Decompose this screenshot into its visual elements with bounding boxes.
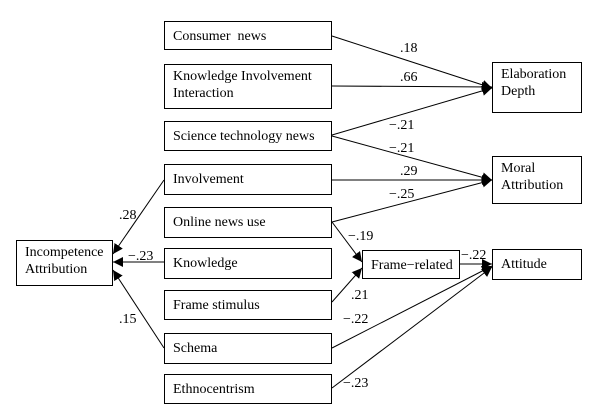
attitude-box: Attitude [492,249,582,280]
frame-stimulus-box: Frame stimulus [164,290,332,320]
elaboration-depth-label-line2: Depth [501,84,536,99]
coef-science-technology-moral: −.21 [389,141,415,156]
coef-science-technology-elaboration: −.21 [389,118,415,133]
knowledge-label: Knowledge [173,256,238,271]
elaboration-depth-box: Elaboration Depth [492,62,582,113]
involvement-label: Involvement [173,172,244,187]
consumer-news-label: Consumer news [173,29,267,44]
coef-involvement-moral: .29 [400,164,418,179]
coef-schema-attitude: −.22 [343,312,369,327]
arrow-schema-to-attitude [331,265,493,349]
arrow-science-technology-news-to-moral-attribution [331,135,493,183]
science-technology-news-box: Science technology news [164,121,332,151]
coef-frame-related-attitude: −.22 [461,248,487,263]
coef-online-news-moral: −.25 [389,187,415,202]
knowledge-involvement-interaction-label-line1: Knowledge Involvement [173,69,312,84]
schema-box: Schema [164,333,332,364]
incompetence-attribution-label-line1: Incompetence [25,245,104,260]
knowledge-box: Knowledge [164,248,332,279]
arrow-online-news-use-to-frame-related [331,221,363,263]
schema-label: Schema [173,341,218,356]
online-news-use-box: Online news use [164,207,332,238]
ethnocentrism-label: Ethnocentrism [173,382,255,397]
frame-related-box: Frame−related [362,250,460,279]
frame-related-label: Frame−related [371,258,453,273]
arrow-frame-stimulus-to-frame-related [331,267,363,303]
online-news-use-label: Online news use [173,215,266,230]
coef-knowledge-involvement-interaction-elaboration: .66 [400,70,418,85]
knowledge-involvement-interaction-box: Knowledge Involvement Interaction [164,64,332,109]
arrow-involvement-to-incompetence-attribution [112,179,165,255]
moral-attribution-label-line1: Moral [501,161,536,176]
coef-schema-incompetence: .15 [119,312,137,327]
coef-ethnocentrism-attitude: −.23 [343,376,369,391]
coef-online-news-frame-related: −.19 [348,229,374,244]
arrow-online-news-use-to-moral-attribution [331,177,493,223]
arrow-schema-to-incompetence-attribution [112,269,165,349]
science-technology-news-label: Science technology news [173,129,315,144]
incompetence-attribution-label-line2: Attribution [25,262,88,277]
frame-stimulus-label: Frame stimulus [173,298,260,313]
attitude-label: Attitude [501,257,547,272]
incompetence-attribution-box: Incompetence Attribution [16,240,113,286]
knowledge-involvement-interaction-label-line2: Interaction [173,86,234,101]
coef-knowledge-incompetence: −.23 [128,249,154,264]
ethnocentrism-box: Ethnocentrism [164,374,332,404]
moral-attribution-box: Moral Attribution [492,156,582,204]
consumer-news-box: Consumer news [164,21,332,50]
arrow-consumer-news-to-elaboration-depth [331,35,493,90]
coef-consumer-news-elaboration: .18 [400,41,418,56]
moral-attribution-label-line2: Attribution [501,178,564,193]
arrow-ethnocentrism-to-attitude [331,266,493,389]
arrow-knowledge-involvement-interaction-to-elaboration-depth [331,81,493,92]
arrow-science-technology-news-to-elaboration-depth [331,86,493,136]
coef-frame-stimulus-frame-related: .21 [351,288,369,303]
coef-involvement-incompetence: .28 [119,208,137,223]
involvement-box: Involvement [164,164,332,195]
elaboration-depth-label-line1: Elaboration [501,67,567,82]
